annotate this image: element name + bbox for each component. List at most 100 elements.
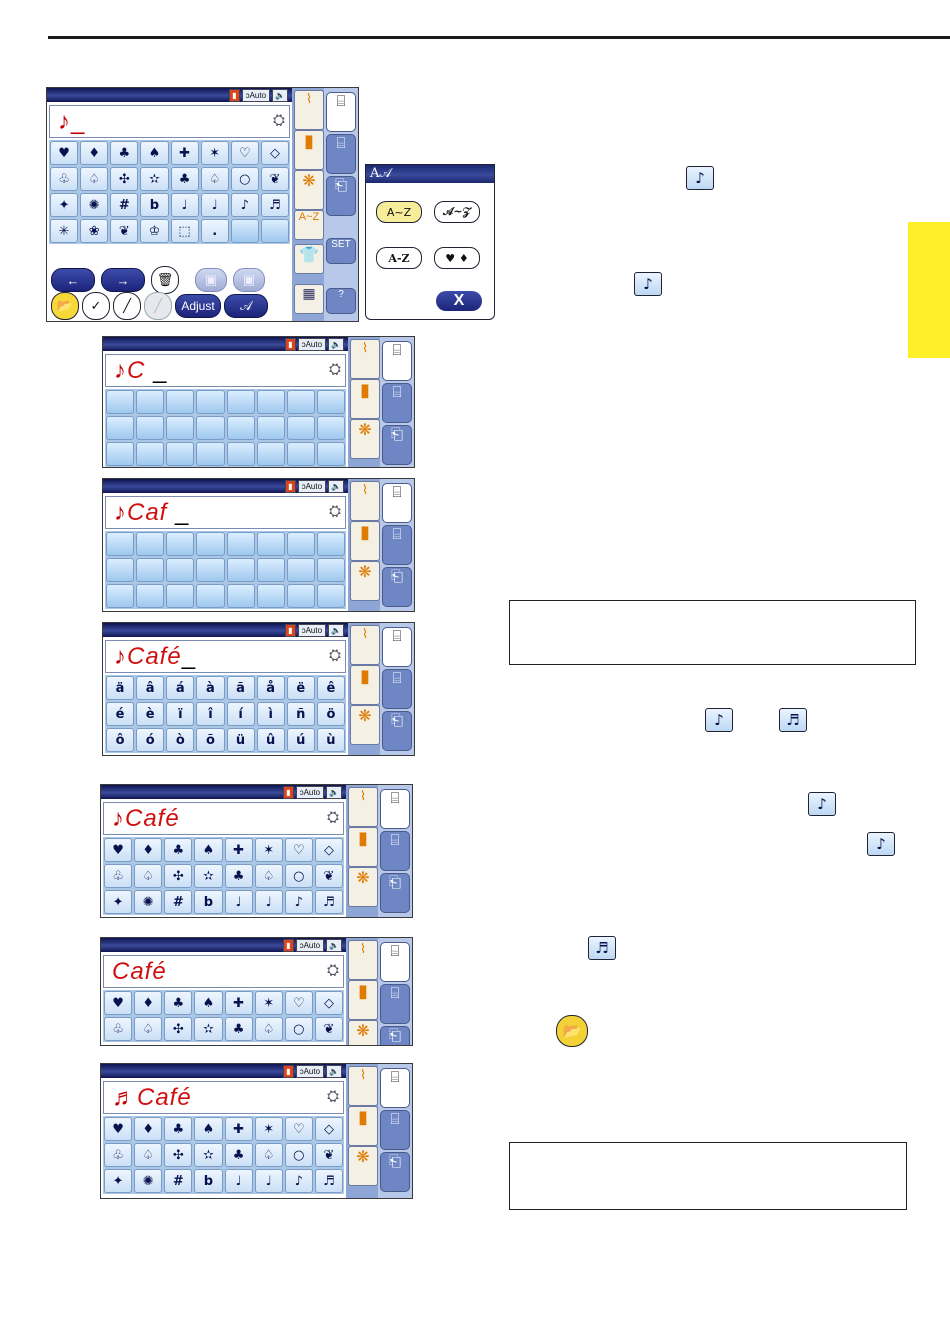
symbol-key[interactable] xyxy=(286,558,315,582)
symbol-key[interactable] xyxy=(226,584,255,608)
embroidery-mode-tab[interactable]: ⌸ xyxy=(382,525,412,565)
decorative-stitch-tab[interactable]: ❋ xyxy=(294,170,324,210)
file-tab[interactable]: ⎗ xyxy=(382,425,412,465)
symbol-key[interactable] xyxy=(136,532,165,556)
symbol-key[interactable]: ♩ xyxy=(224,890,253,914)
prev-page-button[interactable]: ▣ xyxy=(195,268,227,292)
next-page-button[interactable]: ▣ xyxy=(233,268,265,292)
symbol-key[interactable] xyxy=(226,416,255,440)
symbol-key[interactable]: ♩ xyxy=(224,1169,253,1193)
symbol-key[interactable]: ♩ xyxy=(170,193,199,217)
symbol-key[interactable]: ♡ xyxy=(230,141,259,165)
symbol-key[interactable]: ❦ xyxy=(260,167,289,191)
symbol-key[interactable] xyxy=(196,390,225,414)
symbol-key[interactable]: # xyxy=(110,193,139,217)
symbol-key[interactable]: ✣ xyxy=(164,1143,193,1167)
symbol-key[interactable] xyxy=(256,558,285,582)
shirt-tab[interactable]: 👕 xyxy=(294,244,324,274)
symbol-key[interactable]: ♤ xyxy=(200,167,229,191)
symbol-key[interactable] xyxy=(316,416,345,440)
symbol-key[interactable] xyxy=(166,390,195,414)
adjust-button[interactable]: Adjust xyxy=(175,294,221,318)
line-button[interactable]: ╱ xyxy=(113,292,141,320)
file-tab[interactable]: ⎗ xyxy=(380,1026,410,1045)
symbol-key[interactable]: é xyxy=(106,702,135,726)
satin-stitch-tab[interactable]: ▮ xyxy=(348,980,378,1020)
satin-stitch-tab[interactable]: ▮ xyxy=(348,1106,378,1146)
save-file-button[interactable]: 📂 xyxy=(51,292,79,320)
symbol-key[interactable] xyxy=(106,390,135,414)
symbol-key[interactable] xyxy=(256,390,285,414)
satin-stitch-tab[interactable]: ▮ xyxy=(350,521,380,561)
symbol-key[interactable]: ❦ xyxy=(314,1017,343,1041)
symbol-key[interactable]: ♠ xyxy=(140,141,169,165)
symbol-key[interactable]: í xyxy=(226,702,255,726)
symbol-key[interactable] xyxy=(226,442,255,466)
symbol-key[interactable]: ♥ xyxy=(104,838,133,862)
symbol-key[interactable]: ü xyxy=(226,728,255,752)
symbol-key[interactable]: ✚ xyxy=(224,1117,253,1141)
symbol-key[interactable] xyxy=(256,442,285,466)
embroidery-mode-tab[interactable]: ⌸ xyxy=(382,669,412,709)
symbol-key[interactable]: ö xyxy=(316,702,345,726)
symbol-key[interactable] xyxy=(316,442,345,466)
symbol-key[interactable] xyxy=(316,558,345,582)
symbol-key[interactable]: ô xyxy=(106,728,135,752)
symbol-key[interactable] xyxy=(166,532,195,556)
symbol-key[interactable] xyxy=(286,390,315,414)
symbol-key[interactable]: ♤ xyxy=(254,1143,283,1167)
side-item-az[interactable]: A~Z xyxy=(294,210,324,240)
symbol-key[interactable]: # xyxy=(164,1169,193,1193)
decorative-stitch-tab[interactable]: ❋ xyxy=(348,867,378,907)
symbol-key[interactable]: ✚ xyxy=(224,838,253,862)
symbol-key[interactable] xyxy=(230,219,259,243)
check-button[interactable]: ✓ xyxy=(82,292,110,320)
symbol-key[interactable] xyxy=(106,532,135,556)
symbol-key[interactable]: ♣ xyxy=(164,838,193,862)
symbol-key[interactable]: ♠ xyxy=(194,1117,223,1141)
symbol-key[interactable]: ♣ xyxy=(224,1143,253,1167)
symbol-key[interactable]: â xyxy=(136,676,165,700)
set-button[interactable]: SET xyxy=(326,238,356,264)
symbol-key[interactable] xyxy=(256,584,285,608)
embroidery-mode-tab[interactable]: ⌸ xyxy=(380,984,410,1024)
symbol-key[interactable]: ♔ xyxy=(140,219,169,243)
delete-button[interactable]: 🗑 xyxy=(151,266,179,294)
symbol-key[interactable]: ë xyxy=(286,676,315,700)
symbol-key[interactable] xyxy=(196,584,225,608)
utility-stitch-tab[interactable]: ⌇ xyxy=(350,481,380,521)
satin-stitch-tab[interactable]: ▮ xyxy=(350,379,380,419)
grid-tab[interactable]: ▦ xyxy=(294,284,324,314)
symbol-key[interactable]: ♦ xyxy=(134,838,163,862)
utility-stitch-tab[interactable]: ⌇ xyxy=(348,787,378,827)
line-button-disabled[interactable]: ╱ xyxy=(144,292,172,320)
symbol-key[interactable]: ♡ xyxy=(284,1117,313,1141)
utility-stitch-tab[interactable]: ⌇ xyxy=(348,1066,378,1106)
symbol-key[interactable] xyxy=(166,584,195,608)
sewing-mode-tab[interactable]: ⌸ xyxy=(380,942,410,982)
symbol-key[interactable]: ◇ xyxy=(260,141,289,165)
symbol-key[interactable]: ♦ xyxy=(80,141,109,165)
sound-icon[interactable]: 🔈 xyxy=(326,1064,342,1078)
symbol-key[interactable]: ♤ xyxy=(134,864,163,888)
symbol-key[interactable] xyxy=(166,442,195,466)
symbol-key[interactable]: ✺ xyxy=(134,1169,163,1193)
font-broadway-button[interactable]: A-Z xyxy=(376,247,422,269)
file-tab[interactable]: ⎗ xyxy=(326,176,356,216)
utility-stitch-tab[interactable]: ⌇ xyxy=(350,339,380,379)
utility-stitch-tab[interactable]: ⌇ xyxy=(294,90,324,130)
symbol-key[interactable]: ✦ xyxy=(50,193,79,217)
symbol-key[interactable]: ◇ xyxy=(314,838,343,862)
file-tab[interactable]: ⎗ xyxy=(380,873,410,913)
decorative-stitch-tab[interactable]: ❋ xyxy=(350,705,380,745)
symbol-key[interactable]: ò xyxy=(166,728,195,752)
sewing-mode-tab[interactable]: ⌸ xyxy=(382,341,412,381)
symbol-key[interactable]: ♠ xyxy=(194,838,223,862)
symbol-key[interactable] xyxy=(166,416,195,440)
symbol-key[interactable]: ♣ xyxy=(164,1117,193,1141)
symbol-key[interactable]: ♠ xyxy=(194,991,223,1015)
symbol-key[interactable]: ❦ xyxy=(314,1143,343,1167)
symbol-key[interactable]: ♤ xyxy=(254,1017,283,1041)
symbol-key[interactable] xyxy=(226,532,255,556)
file-tab[interactable]: ⎗ xyxy=(382,567,412,607)
